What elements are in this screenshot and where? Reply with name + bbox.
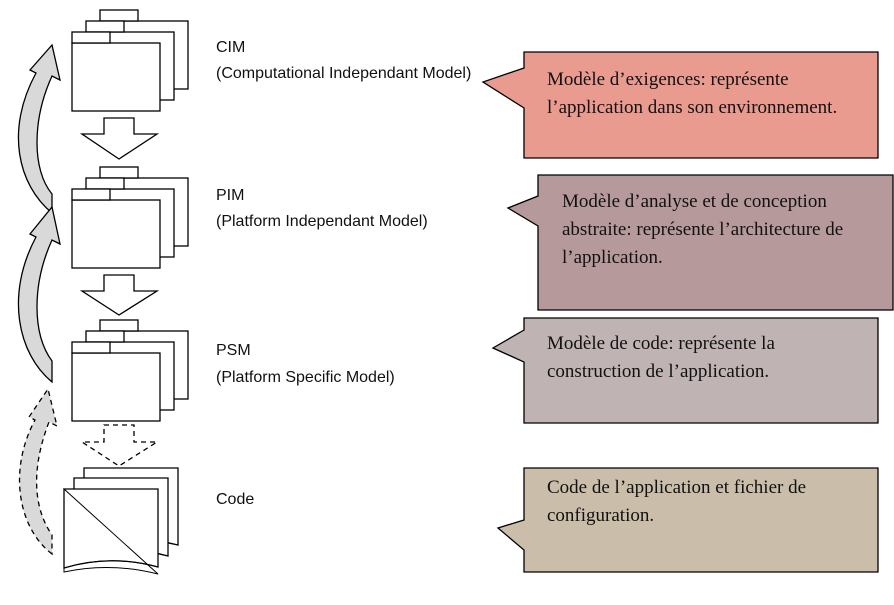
code-document-icon	[62, 467, 179, 575]
code-label: Code	[216, 491, 254, 508]
callout-pim-text: Modèle d’analyse et de conception abstra…	[562, 191, 844, 268]
cim-description: (Computational Independant Model)	[216, 65, 471, 82]
dashed-down-arrow-icon	[79, 424, 160, 467]
callout-cim	[481, 51, 879, 159]
callout-code-text: Code de l’application et fichier de conf…	[547, 477, 807, 526]
callout-psm	[491, 317, 879, 424]
callout-pim	[506, 174, 894, 311]
curved-up-arrow-icon	[17, 205, 61, 384]
down-arrow-icon	[79, 274, 160, 316]
callout-code	[496, 467, 879, 573]
cim-package-icon	[71, 9, 189, 112]
pim-description: (Platform Independant Model)	[216, 213, 428, 230]
down-arrow-icon	[79, 117, 160, 160]
callout-cim-text: Modèle d’exigences: représente l’applica…	[547, 69, 838, 118]
pim-package-icon	[71, 166, 189, 269]
cim-label: CIM	[216, 39, 245, 56]
pim-label: PIM	[216, 187, 244, 204]
psm-description: (Platform Specific Model)	[216, 369, 395, 386]
curved-up-arrow-icon	[17, 43, 61, 215]
callout-psm-text: Modèle de code: représente la constructi…	[547, 333, 775, 382]
psm-package-icon	[71, 319, 189, 422]
psm-label: PSM	[216, 342, 251, 359]
dashed-curved-up-arrow-icon	[18, 387, 58, 556]
